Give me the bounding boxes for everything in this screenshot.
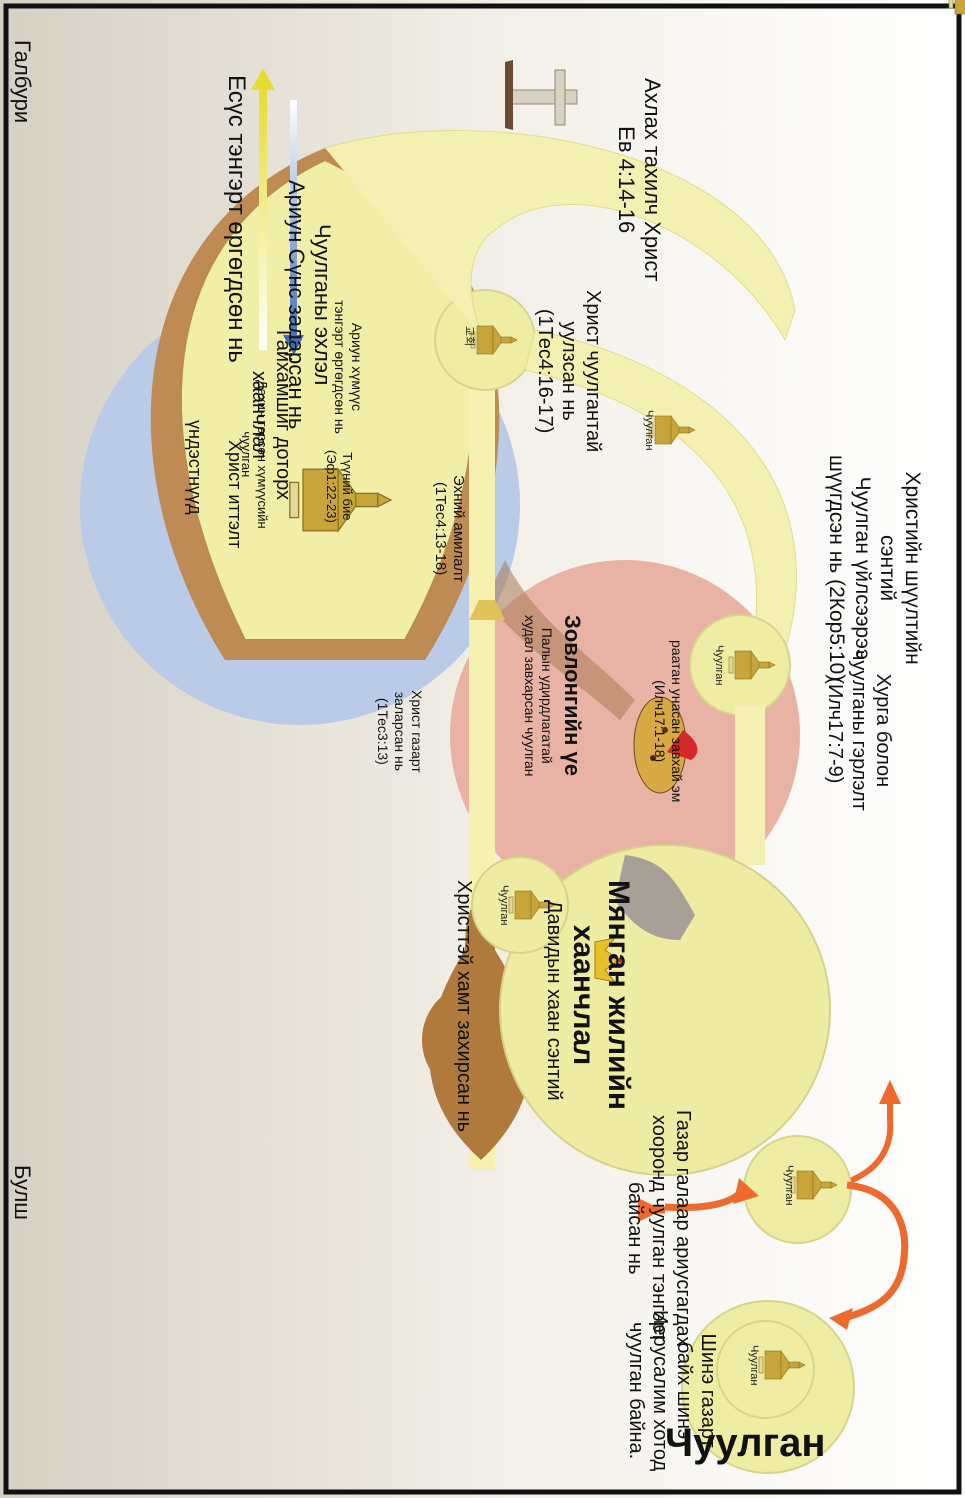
church-label: Чуулган <box>748 1345 760 1386</box>
church-label: Чуулган <box>643 410 655 451</box>
rock-mountain-icon <box>615 855 695 940</box>
tribulation-label: Зовлонгийн үе <box>560 615 585 776</box>
ascension-label: Есүс тэнгэрт өргөгдсөн нь <box>223 75 250 363</box>
calvary-label: Галбури <box>10 40 35 124</box>
church-label: Чуулган <box>498 885 510 926</box>
crown-icon <box>594 937 624 983</box>
harlot-label: раатан унасан завхай эм(Илч17:1-18) <box>652 640 685 803</box>
church-label-korean: 교회 <box>463 326 475 347</box>
church-building-icon <box>648 415 696 445</box>
church-building-icon <box>728 650 776 680</box>
his-body-label: Түүний бие(Эф1:22-23) <box>324 450 355 523</box>
abyss-label: Булш <box>10 1165 35 1220</box>
millennium-reign-label: Христтэй хамт захирсан нь <box>453 880 475 1133</box>
first-resurrection-label: Эхний амилалт(1Тес4:13-18) <box>432 475 467 583</box>
cross-icon <box>505 60 578 130</box>
church-label: Чуулган <box>713 645 725 686</box>
millennium-circle <box>499 844 831 1176</box>
beast-rider-icon <box>633 696 698 794</box>
nations-label: үндэстнүүд <box>185 420 205 515</box>
david-throne-label: Давидын хаан сэнтий <box>543 900 565 1101</box>
church-label: Чуулган <box>783 1165 795 1206</box>
shaft-arrows <box>469 600 505 620</box>
church-building-icon <box>790 1170 838 1200</box>
high-priest-arc <box>324 130 796 342</box>
church-building-icon <box>470 325 518 355</box>
church-building-icon <box>758 1350 806 1380</box>
